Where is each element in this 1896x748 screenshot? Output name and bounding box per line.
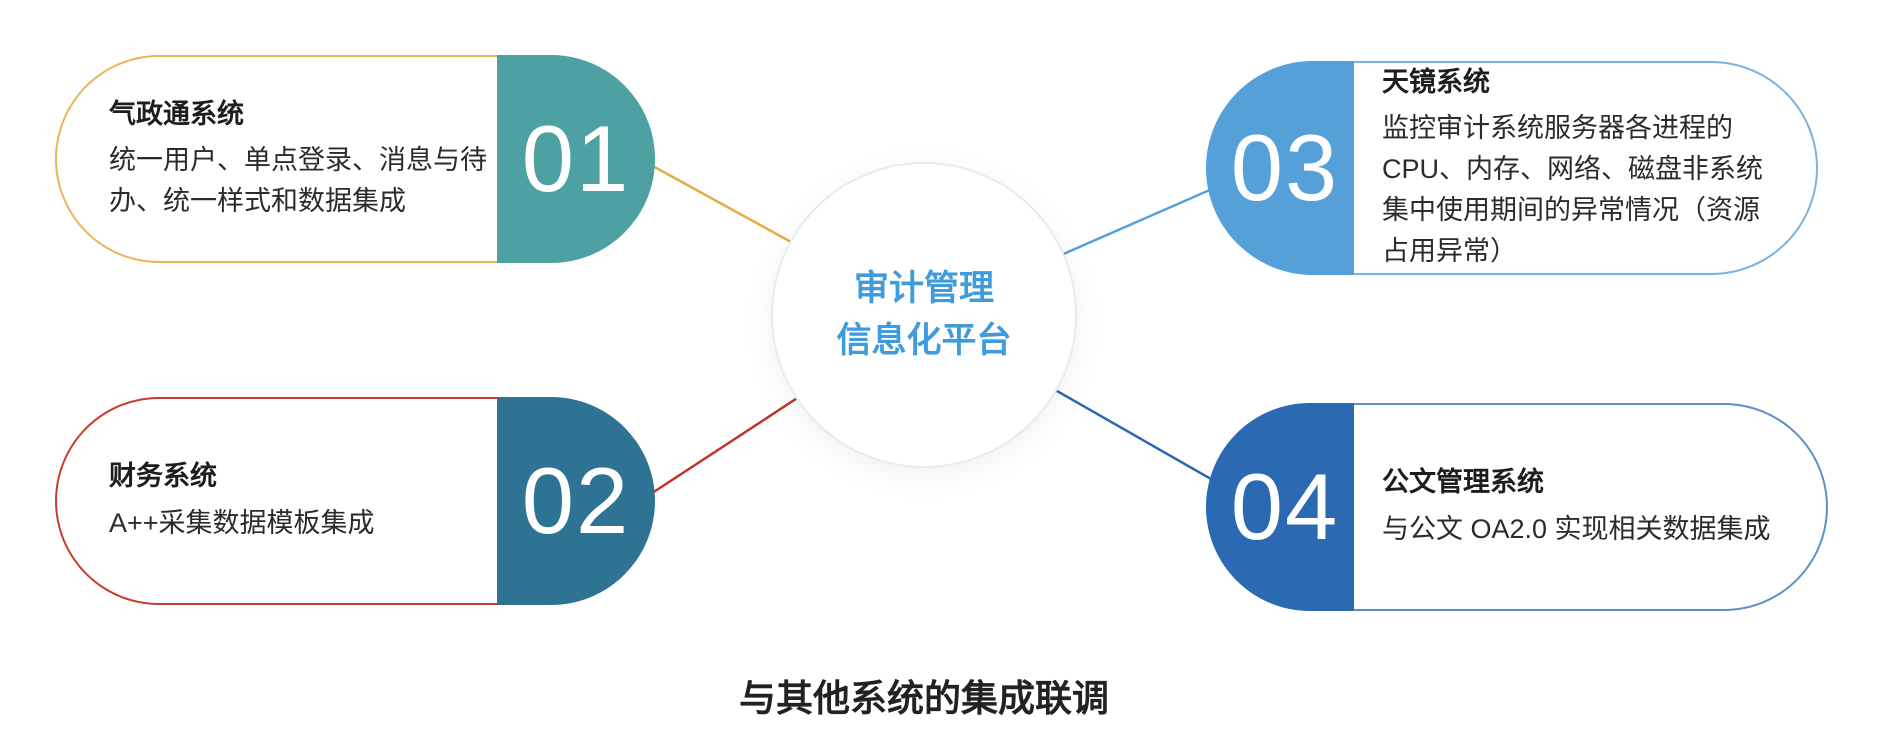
diagram-caption: 与其他系统的集成联调 (739, 678, 1109, 719)
card-01-number: 01 (521, 106, 631, 211)
card-02: 财务系统 A++采集数据模板集成 02 (55, 397, 655, 605)
card-03-description: 监控审计系统服务器各进程的CPU、内存、网络、磁盘非系统集中使用期间的异常情况（… (1382, 113, 1764, 267)
card-01: 气政通系统 统一用户、单点登录、消息与待办、统一样式和数据集成 01 (55, 55, 655, 263)
card-03-number: 03 (1230, 115, 1340, 220)
card-04-panel: 公文管理系统 与公文 OA2.0 实现相关数据集成 (1354, 403, 1828, 611)
card-02-number-badge: 02 (497, 397, 655, 605)
card-04-title: 公文管理系统 (1382, 467, 1544, 498)
center-platform-label-line2: 信息化平台 (836, 321, 1012, 360)
card-02-panel: 财务系统 A++采集数据模板集成 (55, 397, 507, 605)
card-01-description: 统一用户、单点登录、消息与待办、统一样式和数据集成 (109, 145, 487, 217)
center-platform-label: 审计管理 信息化平台 (836, 263, 1011, 368)
card-01-title: 气政通系统 (109, 98, 244, 129)
card-02-number: 02 (521, 448, 631, 553)
card-03: 03 天镜系统 监控审计系统服务器各进程的CPU、内存、网络、磁盘非系统集中使用… (1206, 61, 1818, 275)
card-04-number-badge: 04 (1206, 403, 1364, 611)
card-03-panel: 天镜系统 监控审计系统服务器各进程的CPU、内存、网络、磁盘非系统集中使用期间的… (1354, 61, 1818, 275)
card-04-description: 与公文 OA2.0 实现相关数据集成 (1382, 513, 1771, 544)
center-platform-circle: 审计管理 信息化平台 (771, 162, 1077, 468)
card-03-title: 天镜系统 (1382, 66, 1490, 97)
card-04-number: 04 (1230, 454, 1340, 559)
card-02-description: A++采集数据模板集成 (109, 507, 375, 538)
center-platform-label-line1: 审计管理 (853, 268, 994, 308)
card-04: 04 公文管理系统 与公文 OA2.0 实现相关数据集成 (1206, 403, 1828, 611)
card-02-title: 财务系统 (109, 461, 217, 492)
card-01-number-badge: 01 (497, 55, 655, 263)
card-03-number-badge: 03 (1206, 61, 1364, 275)
card-01-panel: 气政通系统 统一用户、单点登录、消息与待办、统一样式和数据集成 (55, 55, 507, 263)
